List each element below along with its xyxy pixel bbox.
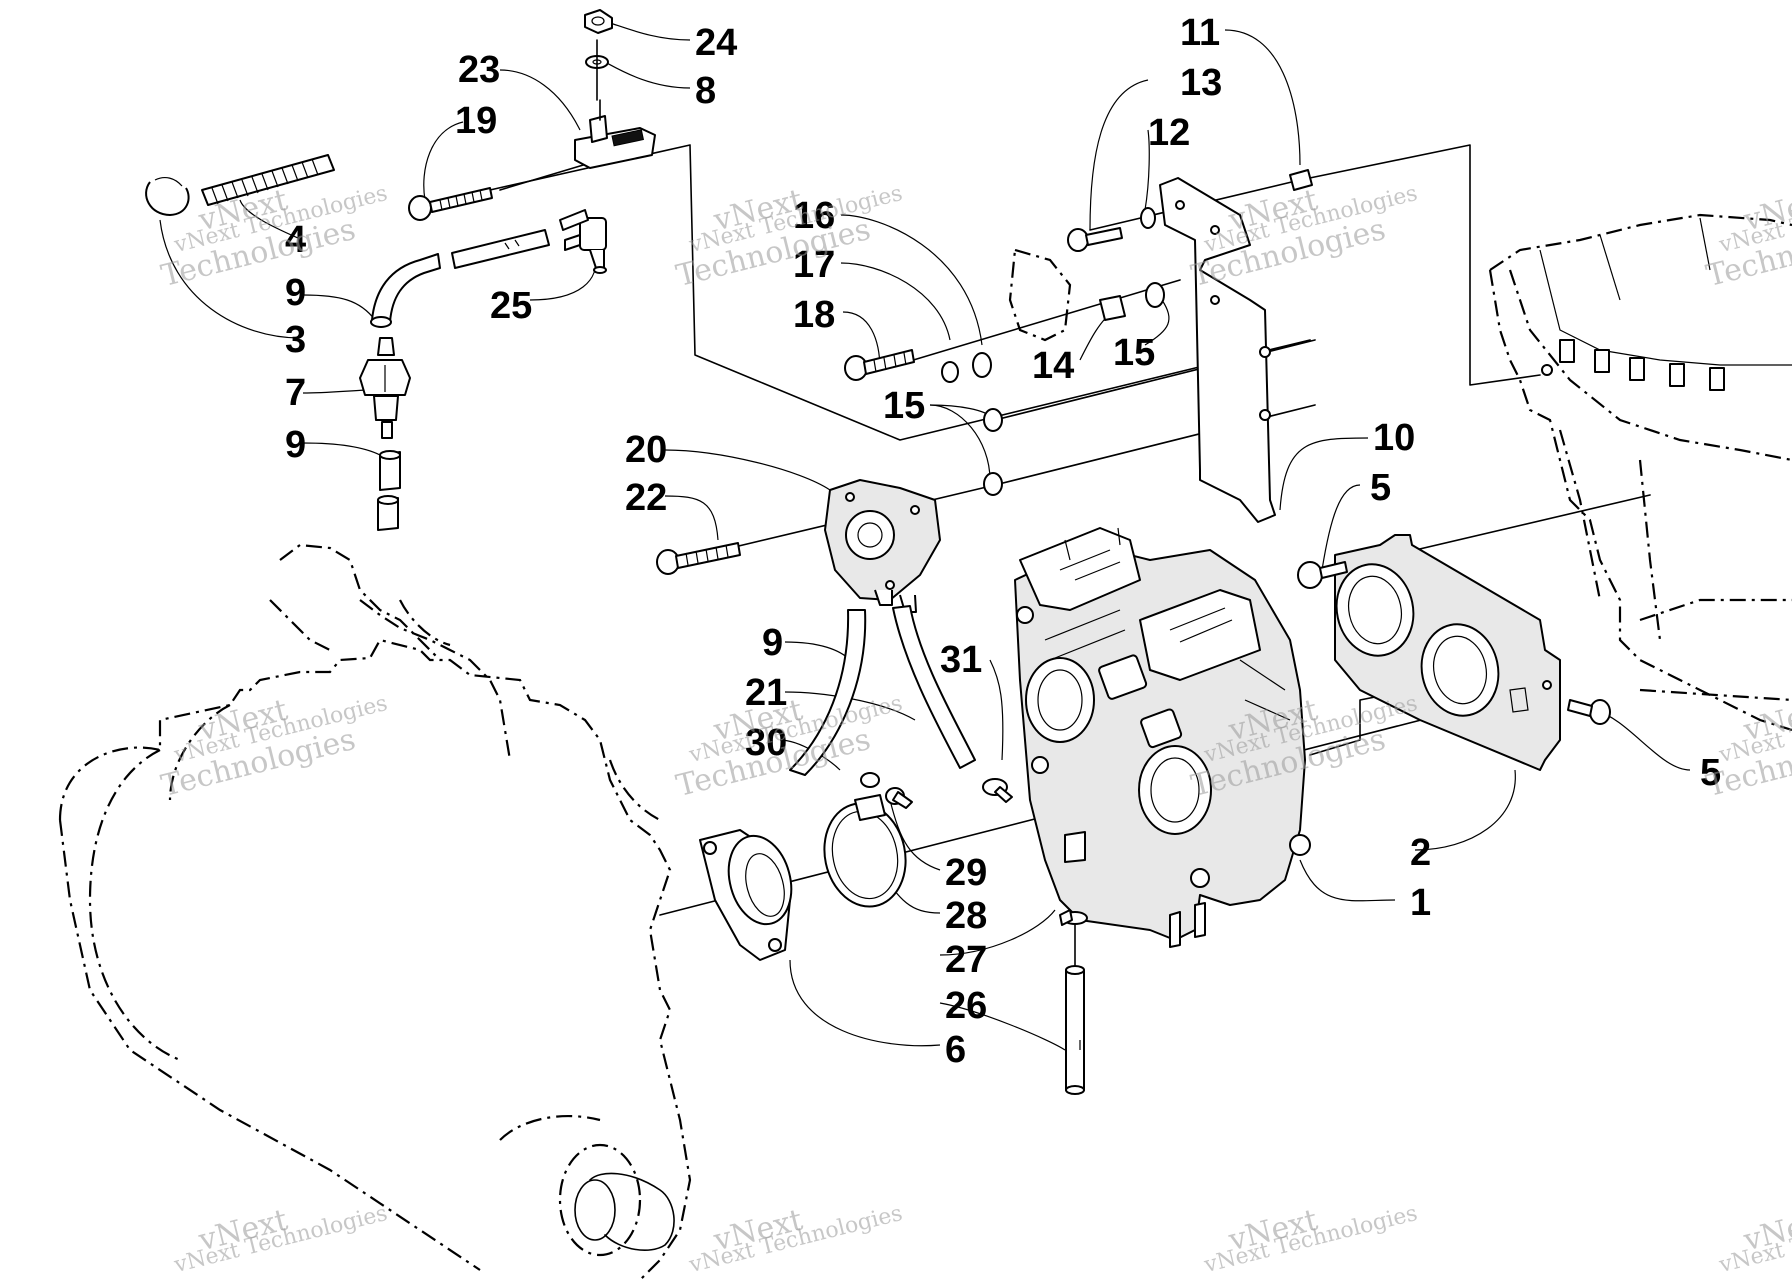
screw-5-upper (1297, 561, 1348, 589)
callout-22: 22 (625, 477, 667, 519)
callout-1: 1 (1410, 882, 1431, 924)
washer-12 (1140, 207, 1156, 229)
carburetor-1 (1014, 527, 1311, 948)
watermark-2: vNext vNext Technologies Technologies (673, 181, 905, 294)
callout-12: 12 (1148, 112, 1190, 154)
callout-15-right: 15 (1113, 332, 1155, 374)
carb-boot-2 (1334, 534, 1561, 771)
watermark-9: vNext vNext Technologies (171, 1201, 390, 1278)
callout-28: 28 (945, 895, 987, 937)
fuel-pump-20 (824, 479, 941, 613)
callout-16: 16 (793, 195, 835, 237)
watermark-12: vNext vNext Technologies (1716, 1201, 1792, 1278)
watermark-4: vNext vNext Technologies Technologies (1703, 181, 1792, 294)
callout-7: 7 (285, 372, 306, 414)
callout-labels: 24 8 23 19 4 9 3 25 7 9 11 13 12 16 17 1… (285, 12, 1721, 1071)
valve-25 (559, 209, 607, 274)
callout-27: 27 (945, 939, 987, 981)
bracket-10 (1159, 177, 1276, 523)
callout-23: 23 (458, 49, 500, 91)
clip-3 (145, 176, 190, 216)
hose-9-pump (789, 609, 867, 776)
watermark-6: vNext vNext Technologies Technologies (673, 691, 905, 804)
filter-7 (359, 337, 411, 439)
callout-31: 31 (940, 639, 982, 681)
hose-9-lower (377, 450, 401, 531)
callout-6: 6 (945, 1029, 966, 1071)
airbox-clips (1559, 339, 1725, 391)
hose-9-upper (370, 253, 441, 328)
airbox-outline (1488, 213, 1792, 732)
callout-29: 29 (945, 852, 987, 894)
callout-17: 17 (793, 244, 835, 286)
callout-2: 2 (1410, 832, 1431, 874)
bolt-13 (1067, 227, 1123, 252)
nut-11 (1289, 169, 1313, 191)
callout-21: 21 (745, 672, 787, 714)
intake-adaptor-6 (699, 829, 793, 961)
bracket-23 (574, 39, 656, 169)
callout-18: 18 (793, 294, 835, 336)
spacer-14 (1099, 295, 1126, 321)
grommet-15b (983, 408, 1003, 432)
watermark-5: vNext vNext Technologies Technologies (158, 691, 390, 804)
clamp-27 (1059, 909, 1088, 926)
callout-5-lower: 5 (1700, 752, 1721, 794)
callout-25: 25 (490, 285, 532, 327)
callout-14: 14 (1032, 345, 1074, 387)
callout-9-pump: 9 (762, 622, 783, 664)
screw-19 (408, 187, 493, 221)
screw-5-lower (1567, 699, 1611, 725)
watermark-11: vNext vNext Technologies (1201, 1201, 1420, 1278)
callout-9-lower: 9 (285, 424, 306, 466)
screw-29 (885, 787, 913, 809)
watermark-8: vNext vNext Technologies Technologies (1703, 691, 1792, 804)
callout-15-left: 15 (883, 385, 925, 427)
washer-16 (972, 352, 992, 378)
callout-26: 26 (945, 985, 987, 1027)
callout-9-upper: 9 (285, 272, 306, 314)
fuel-pump-assembly (656, 479, 1013, 961)
grommet-15a (1145, 282, 1165, 308)
clamp-31 (982, 778, 1013, 803)
callout-8: 8 (695, 70, 716, 112)
callout-10: 10 (1373, 417, 1415, 459)
tube-26 (1065, 965, 1085, 1095)
callout-leaders (159, 19, 1691, 1051)
callout-20: 20 (625, 429, 667, 471)
callout-4: 4 (285, 219, 306, 261)
bracket-10-assembly (844, 169, 1313, 523)
spring-sleeve-4 (201, 154, 335, 206)
hose-straight (451, 229, 550, 269)
clamp-30 (860, 772, 880, 788)
bolt-22 (656, 542, 741, 575)
callout-13: 13 (1180, 62, 1222, 104)
washer-17 (941, 361, 959, 383)
callout-11: 11 (1180, 12, 1220, 54)
engine-outline (58, 543, 692, 1280)
bolt-18 (844, 349, 915, 381)
nut-24 (584, 9, 613, 34)
callout-5-upper: 5 (1370, 467, 1391, 509)
callout-24: 24 (695, 22, 737, 64)
grommet-15c (983, 472, 1003, 496)
fuel-line-assembly (145, 9, 656, 531)
callout-19: 19 (455, 100, 497, 142)
callout-30: 30 (745, 722, 787, 764)
clamp-band-28 (823, 794, 907, 908)
callout-3: 3 (285, 319, 306, 361)
hose-21 (892, 605, 976, 769)
drain-parts (1059, 909, 1088, 1095)
watermark-10: vNext vNext Technologies (686, 1201, 905, 1278)
